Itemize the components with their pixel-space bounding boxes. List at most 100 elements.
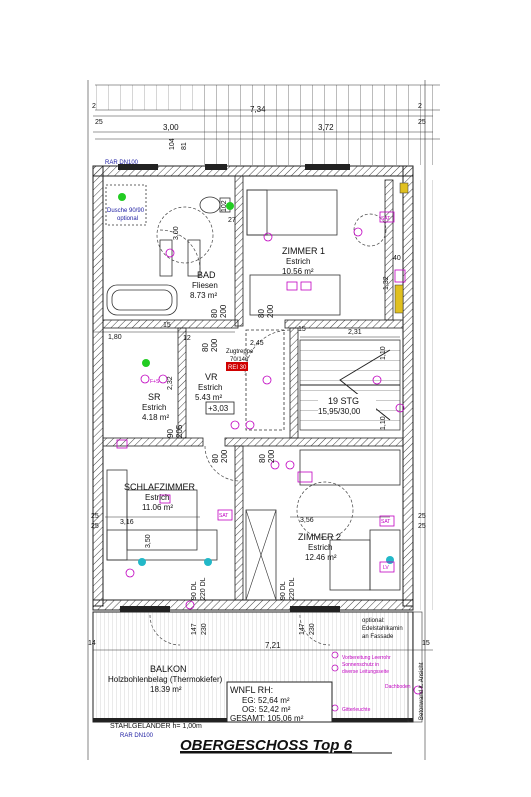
dim-mid-25-c: 25 <box>418 513 426 520</box>
dim-col-104: 104 <box>169 138 176 150</box>
kamin-line-2: Edelstahlkamin <box>362 626 403 632</box>
interior-walls <box>102 175 404 601</box>
dim-vr-2-45: 2,45 <box>250 340 264 347</box>
balkon-area: 18.39 m² <box>150 685 182 694</box>
lights <box>118 193 394 566</box>
zimmer1-area: 10.56 m² <box>282 267 314 276</box>
dim-col-81: 81 <box>181 142 188 150</box>
dim-stg-1-10b: 1,10 <box>380 416 387 430</box>
win-z2-w: 147 <box>299 623 306 635</box>
dim-col-15: 15 <box>163 322 171 329</box>
sat-label-z2: SAT <box>381 519 390 525</box>
dim-stg-2-31: 2,31 <box>348 329 362 336</box>
sr-area: 4.18 m² <box>142 413 169 422</box>
betonwand-label: Betonwand lt. Ansicht <box>419 662 425 720</box>
dim-mid-25-b: 25 <box>91 523 99 530</box>
dim-right-2: 2 <box>418 103 422 110</box>
rei-tag-bg <box>226 362 248 371</box>
door-z1-h: 200 <box>266 304 275 318</box>
door-z1-w: 80 <box>257 309 266 318</box>
zugtreppe-dim: 70/140 <box>230 357 249 363</box>
chimney-marker <box>394 284 404 314</box>
legend-2: Sonnenschutz in <box>342 662 379 668</box>
rar-top-label: RAR DN100 <box>105 160 139 166</box>
bad-area: 8.73 m² <box>190 291 217 300</box>
dim-mid-25-d: 25 <box>418 523 426 530</box>
dim-stg-1-10: 1,10 <box>380 346 387 360</box>
bed-zimmer1 <box>246 189 341 316</box>
door-bad-h: 200 <box>219 304 228 318</box>
legend-5: Gitterleuchte <box>342 707 371 713</box>
kamin-line-3: an Fassade <box>362 634 394 640</box>
dim-bottom-14: 14 <box>88 640 96 647</box>
dim-bad-27: 27 <box>228 217 236 224</box>
win-z2-h: 230 <box>309 623 316 635</box>
dim-col-12: 12 <box>183 335 191 342</box>
win-sz-w: 147 <box>191 623 198 635</box>
stg-label-bg <box>318 394 376 416</box>
wnfl-heading: WNFL RH: <box>230 685 273 695</box>
dim-bad-width: 3,00 <box>163 123 179 132</box>
chimney-marker-top <box>399 182 409 194</box>
dim-sr-1-80: 1,80 <box>108 334 122 341</box>
sr-floor: Estrich <box>142 403 166 412</box>
dim-z1-1-32: 1,32 <box>383 276 390 290</box>
legend-3: diverse Leitungsseite <box>342 669 389 675</box>
z2-floor: Estrich <box>308 543 332 552</box>
door-bad-w: 80 <box>210 309 219 318</box>
stg-name: 19 STG <box>328 396 359 406</box>
wnfl-eg: EG: 52,64 m² <box>242 696 290 705</box>
door-sz-w: 80 <box>211 454 220 463</box>
door-z2-h: 200 <box>267 449 276 463</box>
door-z2b-h: 220 DL <box>289 577 296 600</box>
legend-1: Vorbereitung Leerrohr <box>342 655 391 661</box>
door-vr-h: 200 <box>210 338 219 352</box>
win-sz-h: 230 <box>201 623 208 635</box>
dim-zimmer1-width: 3,72 <box>318 123 334 132</box>
dim-bottom-15: 15 <box>422 640 430 647</box>
stahlgelaender-label: STAHLGELÄNDER h= 1,00m <box>110 722 202 730</box>
sz-name: SCHLAFZIMMER <box>124 482 196 492</box>
dim-right-25: 25 <box>418 119 426 126</box>
dim-col-15b: 15 <box>298 326 306 333</box>
door-sr-w: 90 <box>166 429 175 438</box>
rei-label: REI 30 <box>228 365 247 371</box>
bad-floor: Fliesen <box>192 281 218 290</box>
stg-detail: 15,95/30,00 <box>318 407 361 416</box>
outer-walls <box>85 164 433 612</box>
door-szb-h: 220 DL <box>200 577 207 600</box>
dimension-lines <box>87 80 433 760</box>
bed-schlafzimmer <box>106 469 218 561</box>
door-z2-w: 80 <box>258 454 267 463</box>
balkon-name: BALKON <box>150 664 187 674</box>
legend-4: Dachboden <box>385 684 411 690</box>
vr-name: VR <box>205 372 218 382</box>
door-vr-w: 80 <box>201 343 210 352</box>
dim-bad-102: 102 <box>221 200 228 212</box>
bad-name: BAD <box>197 270 216 280</box>
fs-label-sr: F+S <box>150 379 160 385</box>
dusche-label: Dusche 90/90 <box>107 208 145 214</box>
lv-label-z2: LV <box>383 565 389 571</box>
dim-z2-3-56: 3,56 <box>300 517 314 524</box>
balkon-floor: Holzbohlenbelag (Thermokiefer) <box>108 675 223 684</box>
wardrobe-outline <box>245 509 277 601</box>
z2-area: 12.46 m² <box>305 553 337 562</box>
sat-label-sz: SAT <box>219 513 228 519</box>
dusche-optional: optional <box>117 216 138 222</box>
bed-zimmer2 <box>299 449 401 591</box>
wnfl-total: GESAMT: 105,06 m² <box>230 714 304 723</box>
door-sz-h: 200 <box>220 449 229 463</box>
sz-area: 11.06 m² <box>142 503 173 512</box>
roof-lines <box>95 84 440 165</box>
dim-left-2: 2 <box>92 103 96 110</box>
sz-floor: Estrich <box>145 493 169 502</box>
vr-floor: Estrich <box>198 383 222 392</box>
dim-bottom-total: 7,21 <box>265 641 281 650</box>
dim-mid-25-a: 25 <box>91 513 99 520</box>
sr-name: SR <box>148 392 161 402</box>
kamin-line-1: optional: <box>362 618 385 624</box>
plan-title: OBERGESCHOSS Top 6 <box>180 737 353 754</box>
